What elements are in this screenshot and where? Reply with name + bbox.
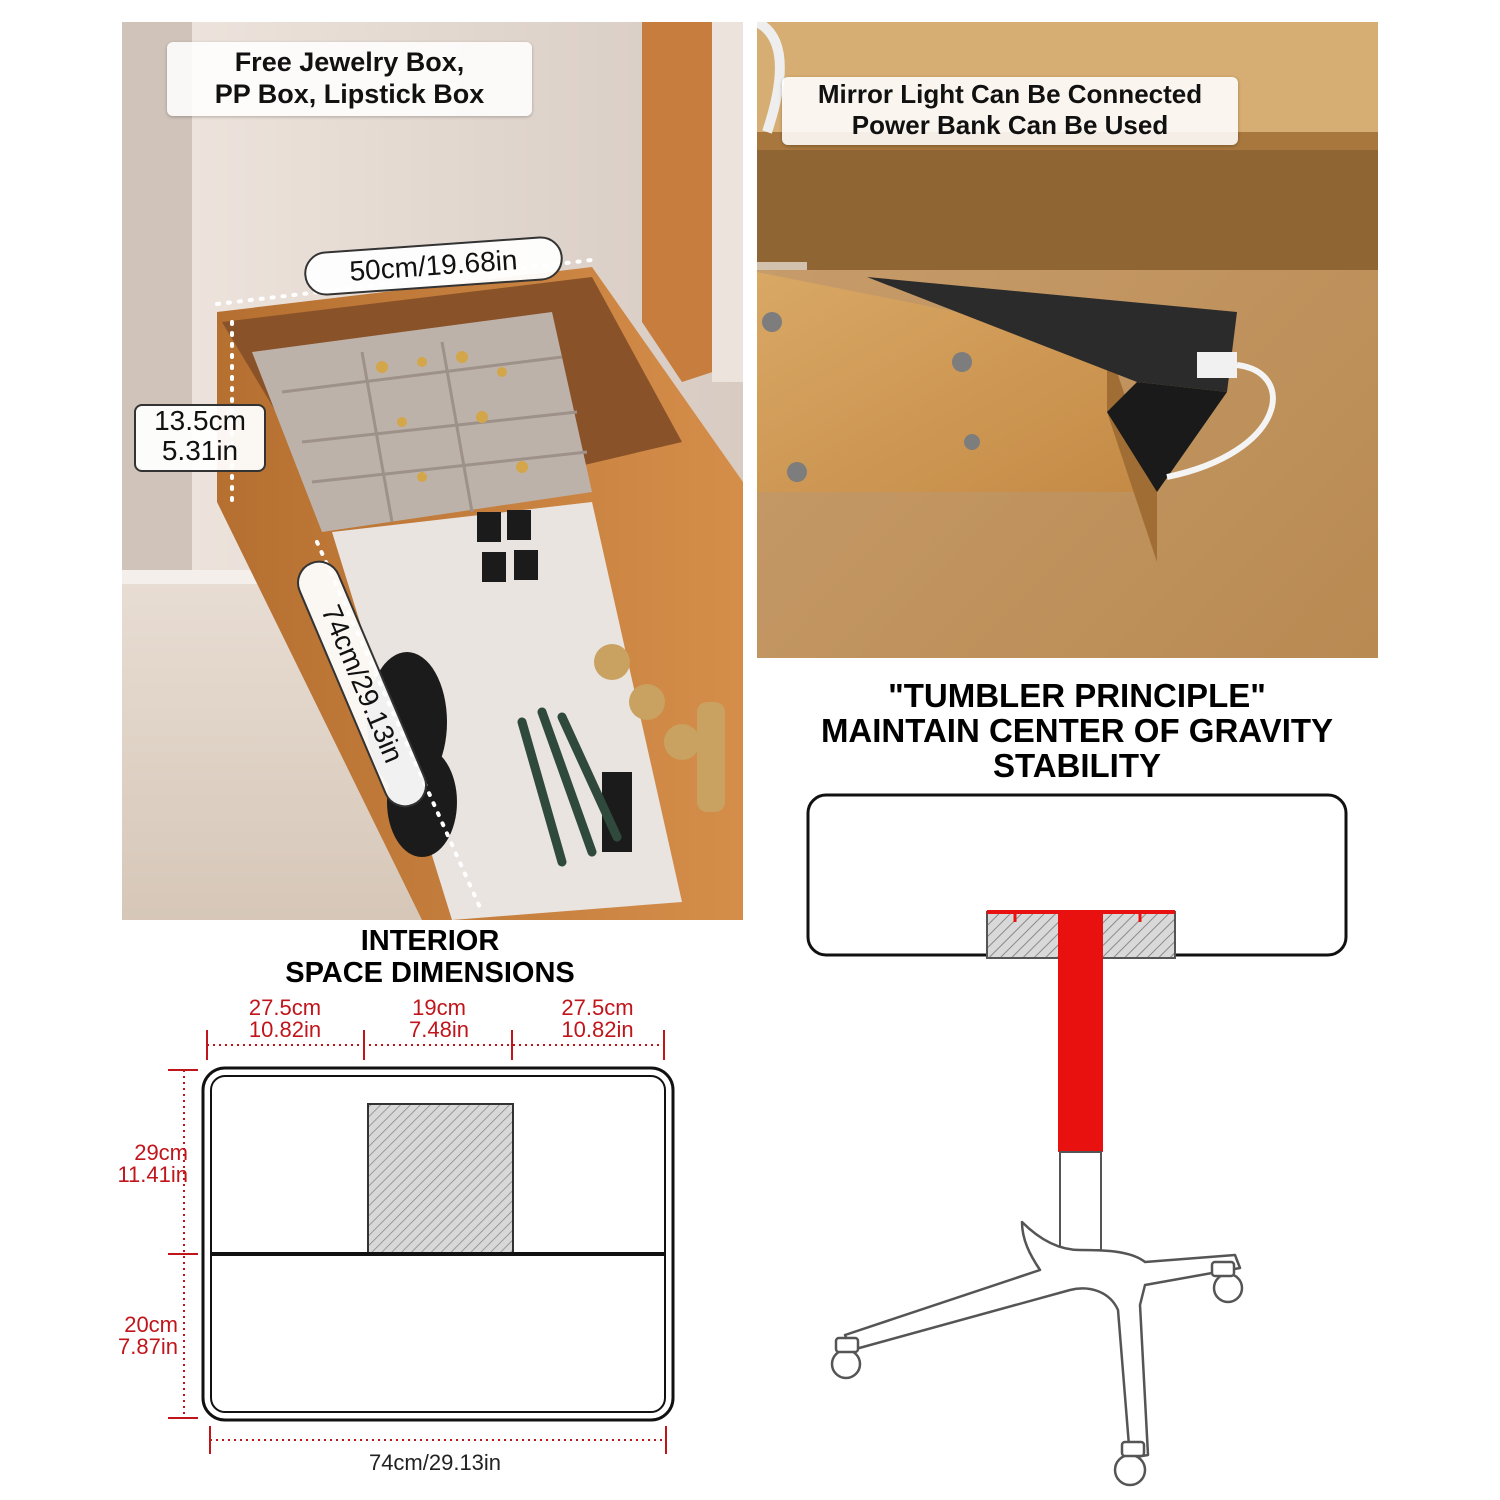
interior-inner-frame [210, 1075, 666, 1413]
side-dim-lower-cm: 20cm [124, 1312, 178, 1337]
bottom-dim: 74cm/29.13in [300, 1452, 570, 1474]
bottom-dim-text: 74cm/29.13in [368, 1450, 502, 1475]
drawer-photo: Free Jewelry Box, PP Box, Lipstick Box 5… [122, 22, 743, 920]
power-bank-photo: Mirror Light Can Be Connected Power Bank… [757, 22, 1378, 658]
drawer-caption: Free Jewelry Box, PP Box, Lipstick Box [167, 42, 532, 116]
stability-title: "TUMBLER PRINCIPLE" MAINTAIN CENTER OF G… [757, 678, 1397, 783]
table-top-outline [806, 793, 1348, 957]
power-caption-line-2: Power Bank Can Be Used [851, 110, 1169, 140]
power-caption-line-1: Mirror Light Can Be Connected [817, 79, 1203, 109]
side-dim-upper-in: 11.41in [117, 1162, 188, 1187]
stability-title-line-2: MAINTAIN CENTER OF GRAVITY [820, 712, 1334, 749]
side-dim-lower-in: 7.87in [118, 1334, 178, 1359]
height-dimension-label: 13.5cm 5.31in [134, 404, 266, 472]
top-dim-left-cm: 27.5cm [248, 995, 322, 1020]
top-dim-right-in: 10.82in [561, 1017, 634, 1042]
drawer-caption-line-1: Free Jewelry Box, [234, 47, 465, 77]
interior-title-line-2: SPACE DIMENSIONS [285, 957, 575, 989]
interior-outer-frame [201, 1066, 675, 1422]
drawer-caption-line-2: PP Box, Lipstick Box [214, 79, 485, 109]
top-dim-center: 19cm 7.48in [375, 997, 503, 1041]
lower-pole [1059, 1151, 1102, 1251]
mounting-block [986, 911, 1176, 959]
top-dim-left-in: 10.82in [248, 1017, 322, 1042]
interior-title: INTERIOR SPACE DIMENSIONS [190, 925, 670, 989]
height-dimension-cm: 13.5cm [154, 405, 246, 436]
casters [830, 1260, 1244, 1487]
stability-title-line-1: "TUMBLER PRINCIPLE" [888, 677, 1266, 714]
star-base [843, 1220, 1242, 1460]
center-block [367, 1103, 514, 1255]
red-pole [1058, 912, 1103, 1152]
stability-title-line-3: STABILITY [992, 747, 1162, 784]
interior-title-line-1: INTERIOR [360, 925, 500, 957]
side-dimension-lines [168, 1069, 198, 1419]
side-dim-lower: 20cm 7.87in [96, 1314, 178, 1358]
top-dim-left: 27.5cm 10.82in [220, 997, 350, 1041]
top-dim-right: 27.5cm 10.82in [530, 997, 665, 1041]
side-dim-upper-cm: 29cm [134, 1140, 188, 1165]
power-caption: Mirror Light Can Be Connected Power Bank… [782, 77, 1238, 145]
top-dim-right-cm: 27.5cm [561, 995, 634, 1020]
side-dim-upper: 29cm 11.41in [96, 1142, 188, 1186]
height-dimension-in: 5.31in [161, 435, 239, 466]
top-dim-center-in: 7.48in [409, 1017, 469, 1042]
top-dim-center-cm: 19cm [412, 995, 466, 1020]
